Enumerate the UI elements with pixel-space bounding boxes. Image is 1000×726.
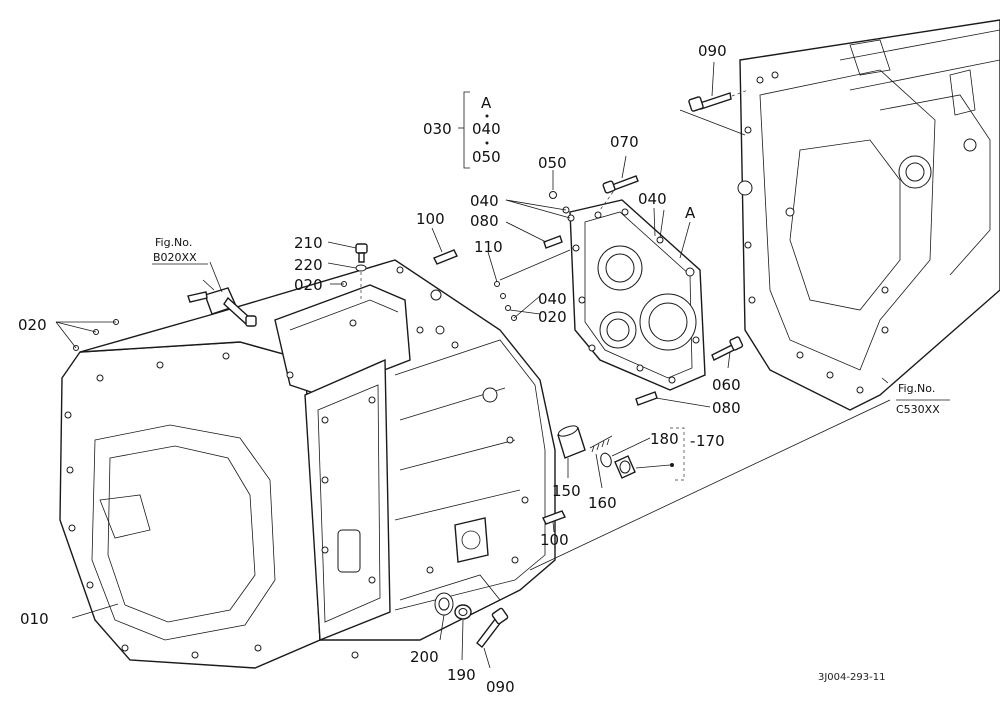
label-030: 030 [423,120,452,138]
label-090-upper: 090 [698,42,727,60]
rear-transmission-housing [737,19,1000,411]
bolt-210-washer-220 [355,243,368,300]
fig-ref-right-code: C530XX [896,403,940,416]
label-220: 220 [294,256,323,274]
dowel-080-lower [635,391,658,406]
switch-assembly [187,279,257,327]
label-040-plate-left: 040 [470,192,499,210]
label-010: 010 [20,610,49,628]
label-200: 200 [410,648,439,666]
label-070: 070 [610,133,639,151]
dowel-100-upper [433,249,458,265]
label-050: 050 [538,154,567,172]
valve-parts-150-160-180 [557,425,674,479]
figure-references: Fig.No. B020XX Fig.No. C530XX [153,236,940,416]
label-040-plate-right: 040 [638,190,667,208]
label-190: 190 [447,666,476,684]
dowel-080-upper [543,235,563,249]
label-150: 150 [552,482,581,500]
label-100-upper: 100 [416,210,445,228]
drawing-code: 3J004-293-11 [818,672,885,683]
gear-cover-plate [569,199,706,391]
bolt-070 [599,175,639,211]
dowel-100-lower [542,510,566,525]
label-040-bracket: 040 [472,120,501,138]
fig-ref-left-code: B020XX [153,251,197,264]
leader-lines [55,61,950,669]
label-160: 160 [588,494,617,512]
bolt-060 [711,336,744,361]
label-020-left: 020 [18,316,47,334]
label-100-lower: 100 [540,531,569,549]
part-number-labels: 010 020 020 020 030 040 040 040 040 050 … [18,42,741,696]
label-020-middle: 020 [294,276,323,294]
label-210: 210 [294,234,323,252]
label-080-lower: 080 [712,399,741,417]
fig-ref-left-title: Fig.No. [155,236,192,249]
main-transmission-case [59,259,556,669]
bracket-dots [485,114,489,145]
label-090-lower: 090 [486,678,515,696]
pins-110 [494,281,506,299]
label-060: 060 [712,376,741,394]
label-080-upper: 080 [470,212,499,230]
label-170-dash: - [690,432,695,450]
label-020-right: 020 [538,308,567,326]
label-040-plate-lower: 040 [538,290,567,308]
label-170: 170 [696,432,725,450]
label-ref-a-plate: A [685,204,696,222]
bolt-090-upper [688,89,749,112]
label-110: 110 [474,238,503,256]
steel-balls [549,191,575,222]
label-ref-a-bracket: A [481,94,492,112]
fig-ref-right-title: Fig.No. [898,382,935,395]
label-050-bracket: 050 [472,148,501,166]
label-180: 180 [650,430,679,448]
